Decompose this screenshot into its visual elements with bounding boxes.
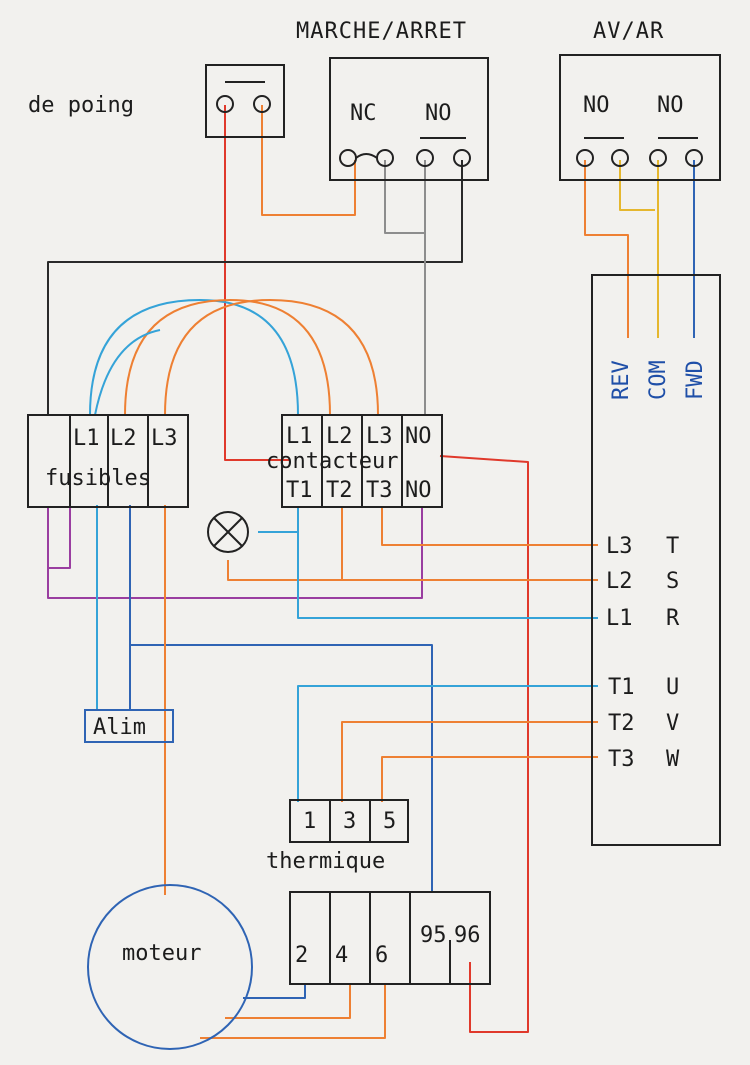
wire-orange-arc-1 (124, 299, 331, 416)
contactor-bottom-t3: T3 (366, 478, 393, 503)
fuse-terminal-l2: L2 (110, 426, 137, 451)
drive-input-l2: L2 (606, 569, 633, 594)
thermal-relay-block (289, 799, 491, 985)
de-poing-label: de poing (28, 93, 134, 118)
fuse-terminal-l1: L1 (73, 426, 100, 451)
drive-output-t3: T3 (608, 747, 635, 772)
thermal-bottom-6: 6 (375, 943, 388, 968)
thermal-top-1: 1 (303, 809, 316, 834)
wire-orange-rev (584, 160, 629, 338)
contactor-bottom-t1: T1 (286, 478, 313, 503)
contactor-bottom-no: NO (405, 478, 432, 503)
thermal-aux-96: 96 (454, 923, 481, 948)
com-label: COM (646, 360, 671, 400)
marche-arret-label: MARCHE/ARRET (296, 19, 467, 44)
contactor-top-l2: L2 (326, 424, 353, 449)
wire-orange-l3 (381, 508, 598, 546)
thermal-aux-95: 95 (420, 923, 447, 948)
av-ar-label: AV/AR (593, 19, 664, 44)
fuse-terminal-l3: L3 (151, 426, 178, 451)
drive-output-t1: T1 (608, 675, 635, 700)
contactor-top-no: NO (405, 424, 432, 449)
drive-input-l1: L1 (606, 606, 633, 631)
wire-cyan-arc-2 (94, 329, 161, 416)
no-label-av: NO (583, 93, 610, 118)
wire-blue-motor (243, 985, 306, 999)
alim-box (84, 709, 174, 743)
thermal-top-3: 3 (343, 809, 356, 834)
contactor-top-l3: L3 (366, 424, 393, 449)
emergency-stop-button (205, 64, 285, 138)
contactor-block (281, 414, 443, 508)
wire-orange-poing-nc (261, 105, 356, 216)
moteur-label: moteur (122, 941, 201, 966)
wire-purple-1 (47, 505, 423, 599)
wire-blue-95 (130, 644, 433, 892)
drive-phase-t: T (666, 534, 679, 559)
fusibles-label: fusibles (45, 466, 151, 491)
indicator-lamp-icon (207, 511, 249, 553)
wire-gold-com-1 (619, 160, 655, 211)
wires (47, 105, 695, 1039)
wire-orange-t3 (381, 756, 598, 802)
drive-phase-w: W (666, 747, 680, 772)
variable-drive-box (591, 274, 721, 846)
wire-cyan-arc (89, 299, 299, 416)
thermal-bottom-4: 4 (335, 943, 348, 968)
wire-grey-1 (384, 160, 426, 234)
drive-phase-s: S (666, 569, 679, 594)
wire-black-no-bus (47, 160, 463, 415)
wire-orange-arc-2 (164, 299, 379, 416)
wire-orange-lamp (227, 560, 342, 581)
fuse-block (27, 414, 189, 508)
drive-input-l3: L3 (606, 534, 633, 559)
alim-label: Alim (93, 715, 146, 740)
contactor-top-l1: L1 (286, 424, 313, 449)
wire-orange-motor-1 (225, 985, 351, 1019)
drive-phase-v: V (666, 711, 679, 736)
wire-cyan-t1 (297, 685, 598, 802)
no-label-marche: NO (425, 101, 452, 126)
rev-label: REV (609, 360, 634, 400)
contactor-bottom-t2: T2 (326, 478, 353, 503)
motor-circle (87, 884, 253, 1050)
contacteur-label: contacteur (266, 449, 398, 474)
no-label-ar: NO (657, 93, 684, 118)
fwd-label: FWD (683, 360, 708, 400)
direction-switch (559, 54, 721, 181)
drive-phase-u: U (666, 675, 679, 700)
wire-red-poing (224, 105, 290, 461)
wire-orange-t2 (341, 721, 598, 802)
wire-cyan-l1 (297, 508, 598, 619)
nc-label: NC (350, 101, 377, 126)
wire-orange-motor-2 (200, 985, 386, 1039)
thermal-top-5: 5 (383, 809, 396, 834)
start-stop-switch (329, 57, 489, 181)
thermal-bottom-2: 2 (295, 943, 308, 968)
drive-phase-r: R (666, 606, 680, 631)
thermique-label: thermique (266, 849, 385, 874)
drive-output-t2: T2 (608, 711, 635, 736)
wire-red-no-96 (439, 455, 529, 1033)
